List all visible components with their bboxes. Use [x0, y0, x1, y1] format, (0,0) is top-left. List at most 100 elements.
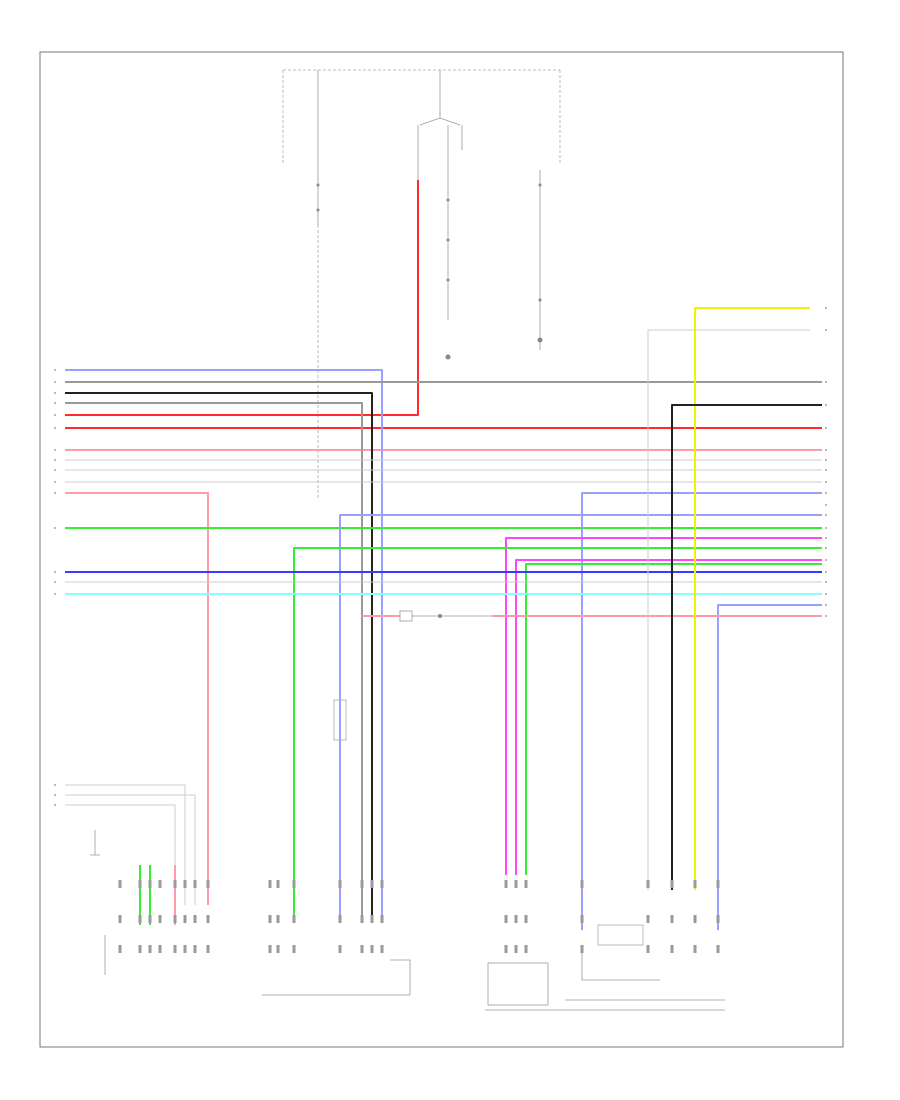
- right-pin: [825, 537, 827, 539]
- connector-pin: [370, 915, 374, 923]
- right-edge-connectors: [825, 307, 827, 617]
- right-pin: [825, 449, 827, 451]
- left-pin: [54, 581, 56, 583]
- connector-pin: [173, 945, 177, 953]
- connector-pin: [693, 945, 697, 953]
- connector-pin: [138, 915, 142, 923]
- connector-pin: [360, 915, 364, 923]
- w-lgray-5: [647, 329, 810, 890]
- right-pin: [825, 547, 827, 549]
- w-lgray-8: [65, 804, 176, 905]
- w-black-1: [65, 392, 373, 920]
- left-pin: [54, 414, 56, 416]
- w-lgray-6: [65, 784, 186, 905]
- w-lblue-4: [717, 604, 822, 930]
- left-pin: [54, 459, 56, 461]
- w-lblue-2: [581, 492, 822, 930]
- w-green-2: [293, 547, 822, 920]
- connector-pin: [693, 915, 697, 923]
- w-yellow-1: [694, 307, 810, 890]
- connector-pin: [514, 880, 518, 888]
- right-pin: [825, 615, 827, 617]
- left-pin: [54, 804, 56, 806]
- connector-pin: [206, 945, 210, 953]
- connector-pin: [514, 915, 518, 923]
- left-pin: [54, 469, 56, 471]
- left-pin: [54, 784, 56, 786]
- connector-pin: [338, 880, 342, 888]
- right-pin: [825, 527, 827, 529]
- w-magenta-1: [505, 537, 822, 875]
- connector-pin: [380, 880, 384, 888]
- right-pin: [825, 504, 827, 506]
- connector-pin: [268, 945, 272, 953]
- connector-pin: [118, 915, 122, 923]
- connector-pin: [580, 915, 584, 923]
- connector-pin: [183, 945, 187, 953]
- right-pin: [825, 307, 827, 309]
- right-pin: [825, 459, 827, 461]
- right-pin: [825, 381, 827, 383]
- right-pin: [825, 404, 827, 406]
- w-gray-2: [65, 402, 363, 920]
- connector-pin: [193, 945, 197, 953]
- connector-pin: [173, 915, 177, 923]
- left-pin: [54, 571, 56, 573]
- left-pin: [54, 492, 56, 494]
- right-pin: [825, 571, 827, 573]
- connector-pin: [716, 915, 720, 923]
- left-pin: [54, 527, 56, 529]
- connector-pin: [646, 945, 650, 953]
- top-fuse-area: [282, 69, 561, 500]
- right-pin: [825, 604, 827, 606]
- inline-resistor: [399, 610, 492, 622]
- diagram-frame: [39, 51, 844, 1048]
- connector-pin: [514, 945, 518, 953]
- right-pin: [825, 481, 827, 483]
- connector-pin: [206, 880, 210, 888]
- connector-pin: [524, 915, 528, 923]
- connector-pin: [370, 880, 374, 888]
- right-pin: [825, 559, 827, 561]
- left-pin: [54, 381, 56, 383]
- connector-pin: [646, 880, 650, 888]
- left-edge-connectors: [54, 369, 56, 806]
- left-pin: [54, 593, 56, 595]
- wire-layer: [65, 180, 822, 930]
- vertical-component: [333, 699, 347, 741]
- connector-pin: [268, 880, 272, 888]
- connector-pin: [148, 915, 152, 923]
- connector-pin: [504, 915, 508, 923]
- connector-pin: [292, 880, 296, 888]
- connector-pin: [716, 880, 720, 888]
- connector-pin: [292, 945, 296, 953]
- connector-pin: [380, 945, 384, 953]
- w-green-3: [525, 563, 822, 875]
- right-pin: [825, 581, 827, 583]
- connector-pin: [504, 880, 508, 888]
- connector-pin: [276, 915, 280, 923]
- connector-pin: [524, 945, 528, 953]
- bottom-connectors: [118, 880, 720, 953]
- connector-pin: [646, 915, 650, 923]
- ground-left: [90, 830, 106, 975]
- connector-pin: [276, 945, 280, 953]
- connector-pin: [670, 915, 674, 923]
- right-pin: [825, 469, 827, 471]
- connector-pin: [370, 945, 374, 953]
- w-lgray-7: [65, 794, 196, 905]
- w-lblue-3: [339, 514, 822, 920]
- connector-pin: [524, 880, 528, 888]
- connector-pin: [173, 880, 177, 888]
- left-pin: [54, 369, 56, 371]
- connector-pin: [360, 880, 364, 888]
- connector-pin: [292, 915, 296, 923]
- left-pin: [54, 427, 56, 429]
- connector-pin: [183, 880, 187, 888]
- connector-pin: [268, 915, 272, 923]
- left-pin: [54, 794, 56, 796]
- w-blue-top: [65, 369, 383, 920]
- connector-pin: [138, 880, 142, 888]
